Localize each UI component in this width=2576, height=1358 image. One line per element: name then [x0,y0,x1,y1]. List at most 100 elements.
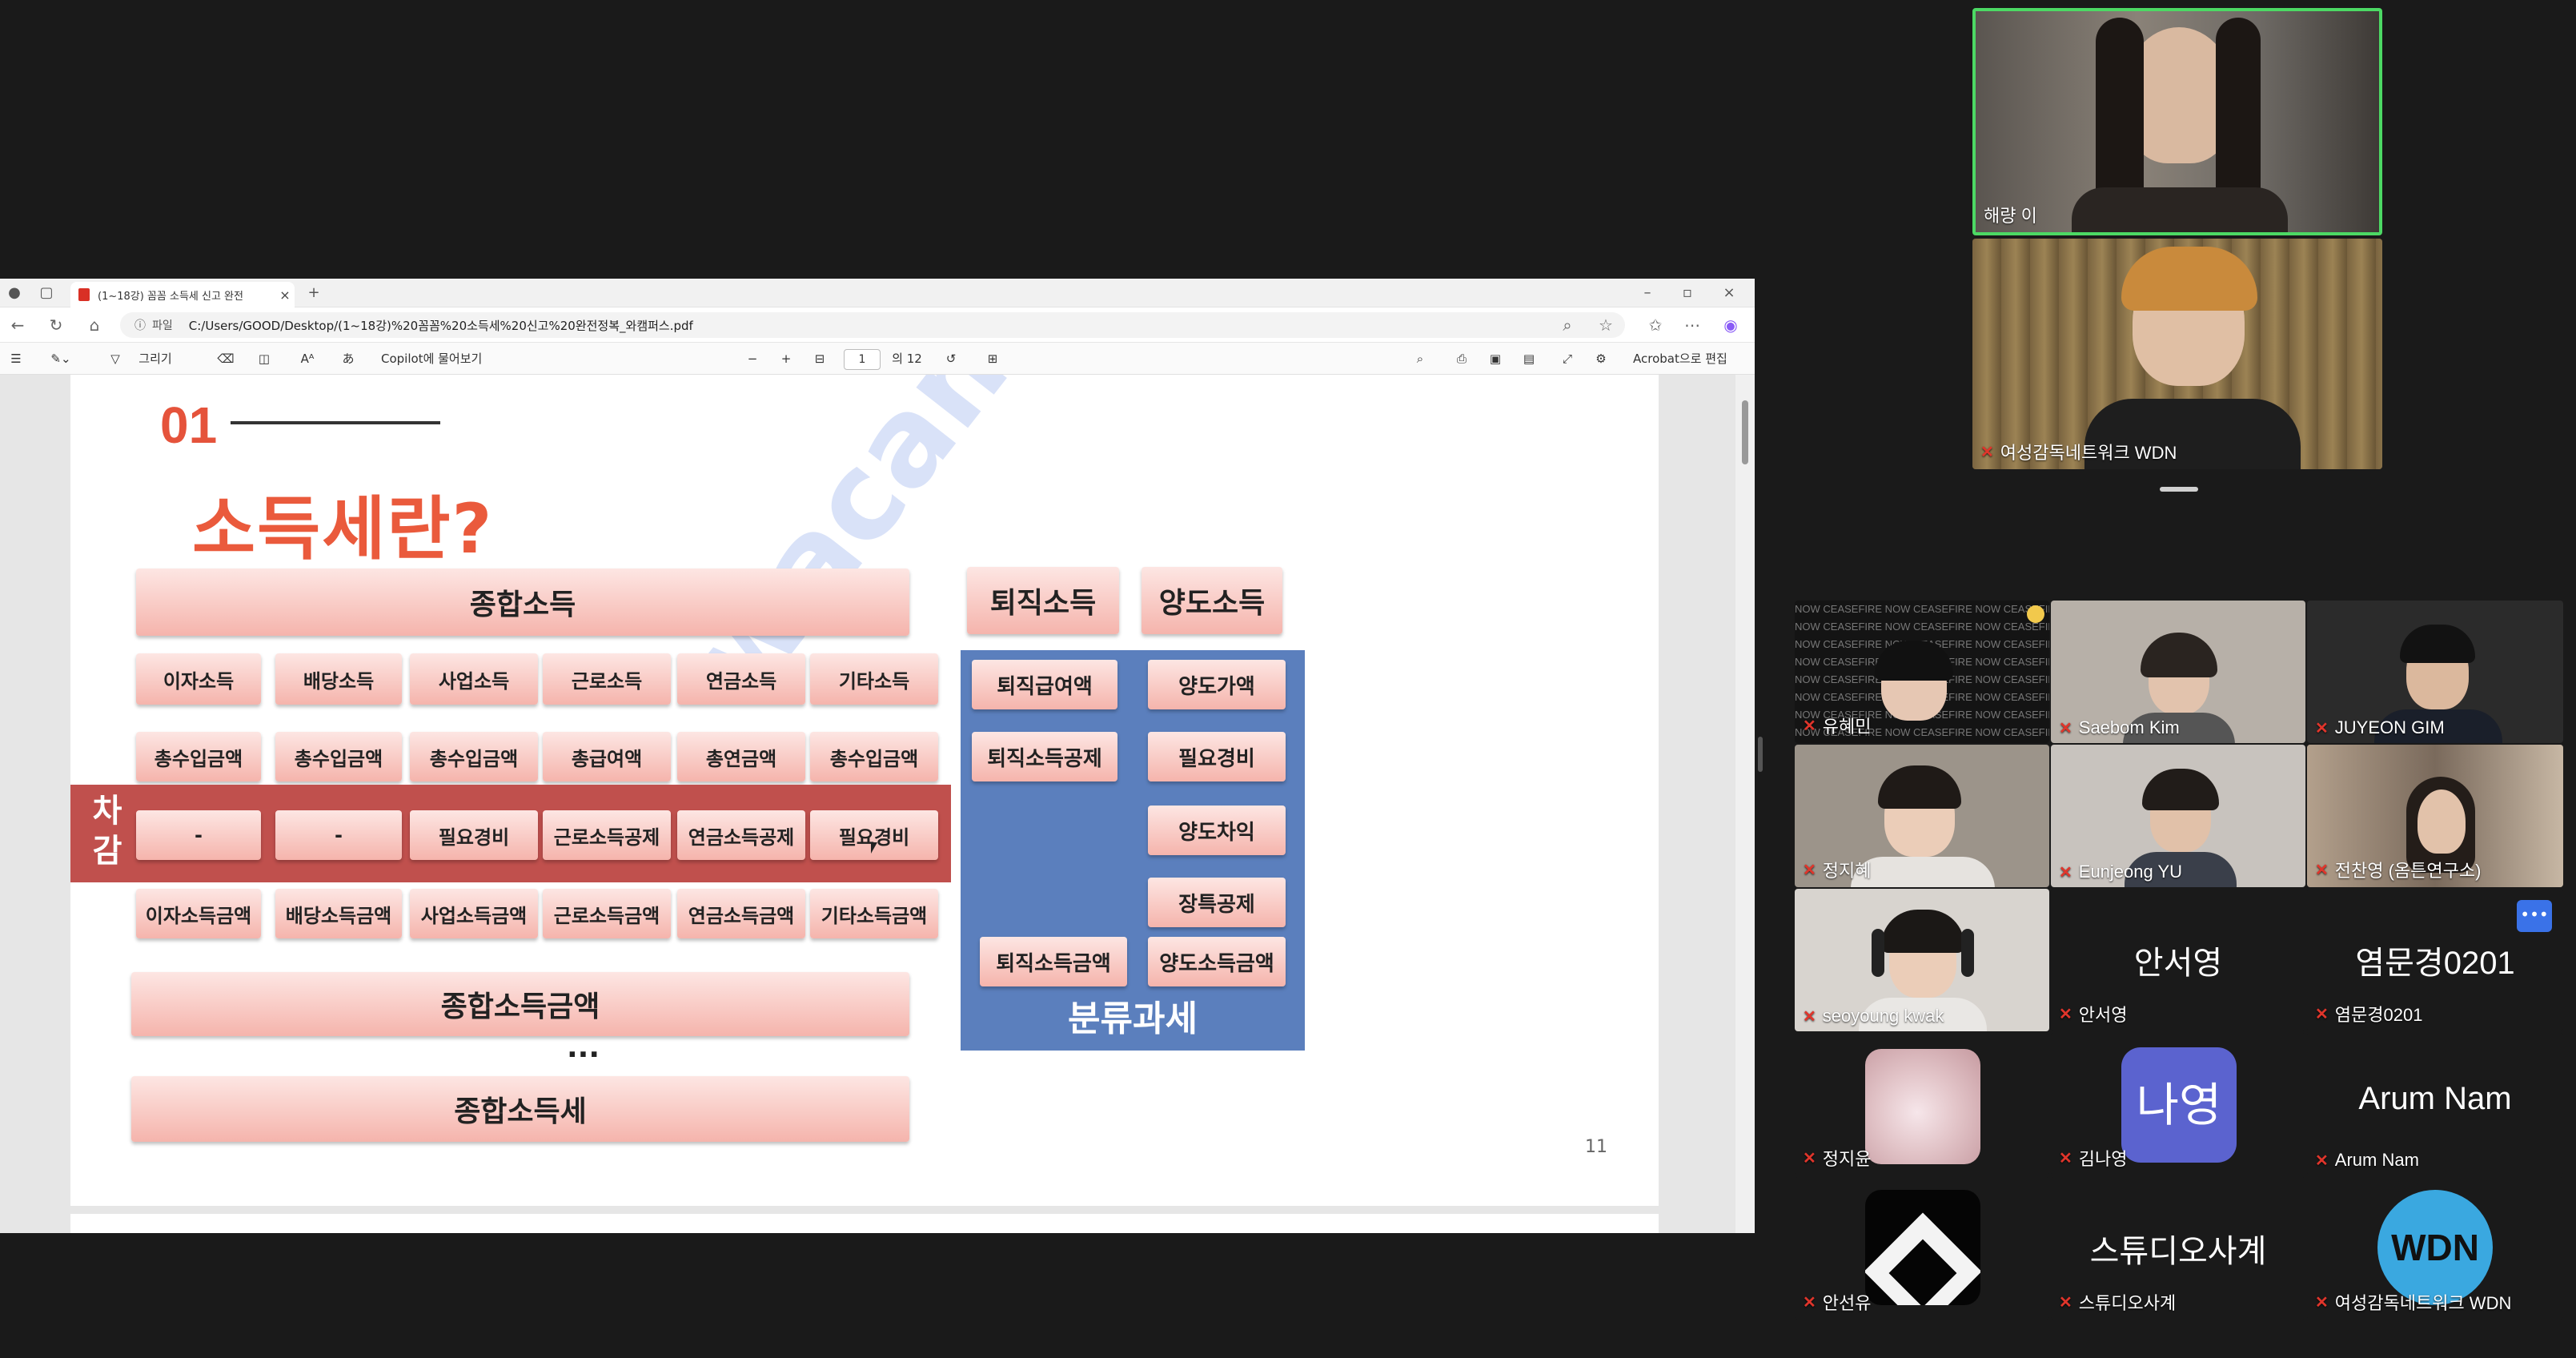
participant-name: ✕JUYEON GIM [2315,717,2445,737]
url-field[interactable]: ⓘ 파일 C:/Users/GOOD/Desktop/(1~18강)%20꼼꼼%… [120,312,1625,338]
page-number-input[interactable]: 1 [844,349,881,370]
participant-tile[interactable]: 스튜디오사계 ✕스튜디오사계 [2051,1177,2305,1320]
income-type-box: 배당소득 [275,653,402,705]
save-as-icon[interactable]: ▤ [1523,352,1535,366]
zoom-in-icon[interactable]: + [780,352,792,366]
rotate-icon[interactable]: ↺ [945,352,957,366]
vertical-scrollbar[interactable] [1735,375,1755,1233]
eraser-icon[interactable]: ⌫ [217,352,235,366]
new-tab-icon[interactable]: + [307,284,320,301]
home-icon[interactable]: ⌂ [89,315,100,335]
participant-name: ✕정지윤 [1803,1149,1872,1169]
fullscreen-icon[interactable]: ⤢ [1562,352,1572,366]
section-divider [231,421,440,424]
muted-mic-icon: ✕ [2315,1005,2329,1023]
translate-icon[interactable]: あ [342,352,355,366]
muted-mic-icon: ✕ [2059,863,2072,882]
contents-icon[interactable]: ☰ [10,352,22,366]
zoom-icon[interactable]: ⌕ [1563,315,1572,335]
minimize-icon[interactable]: – [1643,284,1651,301]
page-view-icon[interactable]: ◫ [258,352,271,366]
muted-mic-icon: ✕ [1980,443,1994,461]
back-icon[interactable]: ← [10,315,25,335]
fit-page-icon[interactable]: ⊟ [814,352,825,366]
comprehensive-income-box: 종합소득 [136,569,909,636]
participant-tile[interactable]: ✕정지혜 [1795,745,2049,887]
print-icon[interactable]: ⎙ [1456,352,1467,366]
url-scheme-label: 파일 [152,319,173,332]
transfer-item-box: 필요경비 [1148,732,1286,781]
tab-bar: ● ▢ (1~18강) 꼼꼼 소득세 신고 완전 × + – ▫ × [0,279,1755,307]
gross-amount-box: 총연금액 [677,732,805,781]
refresh-icon[interactable]: ↻ [49,315,63,335]
copilot-ask-label[interactable]: Copilot에 물어보기 [381,352,483,366]
muted-mic-icon: ✕ [2059,1149,2072,1167]
participant-tile[interactable]: NOW CEASEFIRE NOW CEASEFIRE NOW CEASEFIR… [1795,601,2049,743]
copilot-icon[interactable]: ◉ [1723,315,1738,335]
retirement-income-box: 퇴직소득 [967,567,1119,634]
participant-name: ✕여성감독네트워크 WDN [2315,1293,2512,1313]
close-tab-icon[interactable]: × [279,287,291,303]
participant-display-name: 염문경0201 [2355,946,2515,981]
deduction-box: 필요경비 [410,810,538,860]
favorites-icon[interactable]: ✩ [1648,315,1663,335]
maximize-icon[interactable]: ▫ [1682,284,1693,301]
speaker-tile[interactable]: ✕여성감독네트워크 WDN [1972,239,2382,469]
favorite-star-icon[interactable]: ☆ [1599,315,1613,335]
more-menu-icon[interactable]: ⋯ [1684,315,1700,335]
muted-mic-icon: ✕ [2315,861,2329,879]
income-type-box: 이자소득 [136,653,261,705]
save-icon[interactable]: ▣ [1489,352,1502,366]
pdf-viewer[interactable]: 01 소득세란? wacampus 종합소득 이자소득 배당소득 사업소득 근로… [0,375,1755,1233]
participant-name: ✕seoyoung kwak [1803,1006,1944,1026]
draw-icon[interactable]: ▽ [110,352,120,366]
workspaces-icon[interactable]: ▢ [39,284,54,301]
participant-name: ✕안서영 [2059,1005,2128,1025]
retirement-amount-box: 퇴직소득금액 [980,937,1127,986]
zoom-out-icon[interactable]: − [747,352,758,366]
active-speaker-tile[interactable]: 해량 이 [1972,8,2382,235]
participant-tile[interactable]: ✕Saebom Kim [2051,601,2305,743]
text-size-icon[interactable]: Aᴬ [300,352,315,366]
participant-hair [2142,769,2219,810]
participant-tile[interactable]: ✕안선유 [1795,1177,2049,1320]
participant-tile[interactable]: 안서영 ✕안서영 [2051,889,2305,1031]
participant-tile[interactable]: ✕seoyoung kwak [1795,889,2049,1031]
deduction-box: - [275,810,402,860]
participant-tile[interactable]: Arum Nam ✕Arum Nam [2307,1033,2563,1175]
address-bar: ← ↻ ⌂ ⓘ 파일 C:/Users/GOOD/Desktop/(1~18강)… [0,307,1755,343]
tab-pdf[interactable]: (1~18강) 꼼꼼 소득세 신고 완전 × [70,282,295,307]
participant-tile[interactable]: ✕Eunjeong YU [2051,745,2305,887]
acrobat-edit-button[interactable]: Acrobat으로 편집 [1633,352,1727,366]
participant-name: ✕스튜디오사계 [2059,1293,2177,1313]
settings-gear-icon[interactable]: ⚙ [1595,352,1607,366]
participant-tile[interactable]: ✕JUYEON GIM [2307,601,2563,743]
participant-name: ✕유혜민 [1803,717,1872,737]
participant-tile[interactable]: ✕정지윤 [1795,1033,2049,1175]
participant-tile[interactable]: ✕전찬영 (옴튼연구소) [2307,745,2563,887]
window-close-icon[interactable]: × [1723,284,1735,301]
income-amount-box: 근로소득금액 [543,889,671,938]
next-pdf-page [70,1214,1659,1233]
two-page-icon[interactable]: ⊞ [987,352,998,366]
highlight-icon[interactable]: ✎⌄ [50,352,71,366]
income-amount-box: 배당소득금액 [275,889,402,938]
participant-tile[interactable]: WDN ✕여성감독네트워크 WDN [2307,1177,2563,1320]
comprehensive-income-amount-box: 종합소득금액 [131,972,909,1036]
scrollbar-thumb[interactable] [1742,400,1748,464]
drag-handle[interactable] [2160,487,2198,492]
participant-tile[interactable]: 염문경0201 ✕염문경0201 [2307,889,2563,1031]
draw-label[interactable]: 그리기 [138,352,172,366]
gross-amount-box: 총수입금액 [410,732,538,781]
participant-tile[interactable]: 나영 ✕김나영 [2051,1033,2305,1175]
profile-icon[interactable]: ● [8,284,21,301]
more-options-button[interactable]: ••• [2517,900,2552,932]
participant-name: ✕김나영 [2059,1149,2128,1169]
search-icon[interactable]: ⌕ [1416,352,1424,366]
participant-shoulders [1859,998,1987,1031]
participant-display-name: 안서영 [2133,946,2223,981]
profile-picture [1865,1190,1980,1305]
wdn-logo: WDN [2377,1190,2493,1305]
panel-resize-handle[interactable] [1758,737,1763,772]
deduction-box: 필요경비 [810,810,938,860]
